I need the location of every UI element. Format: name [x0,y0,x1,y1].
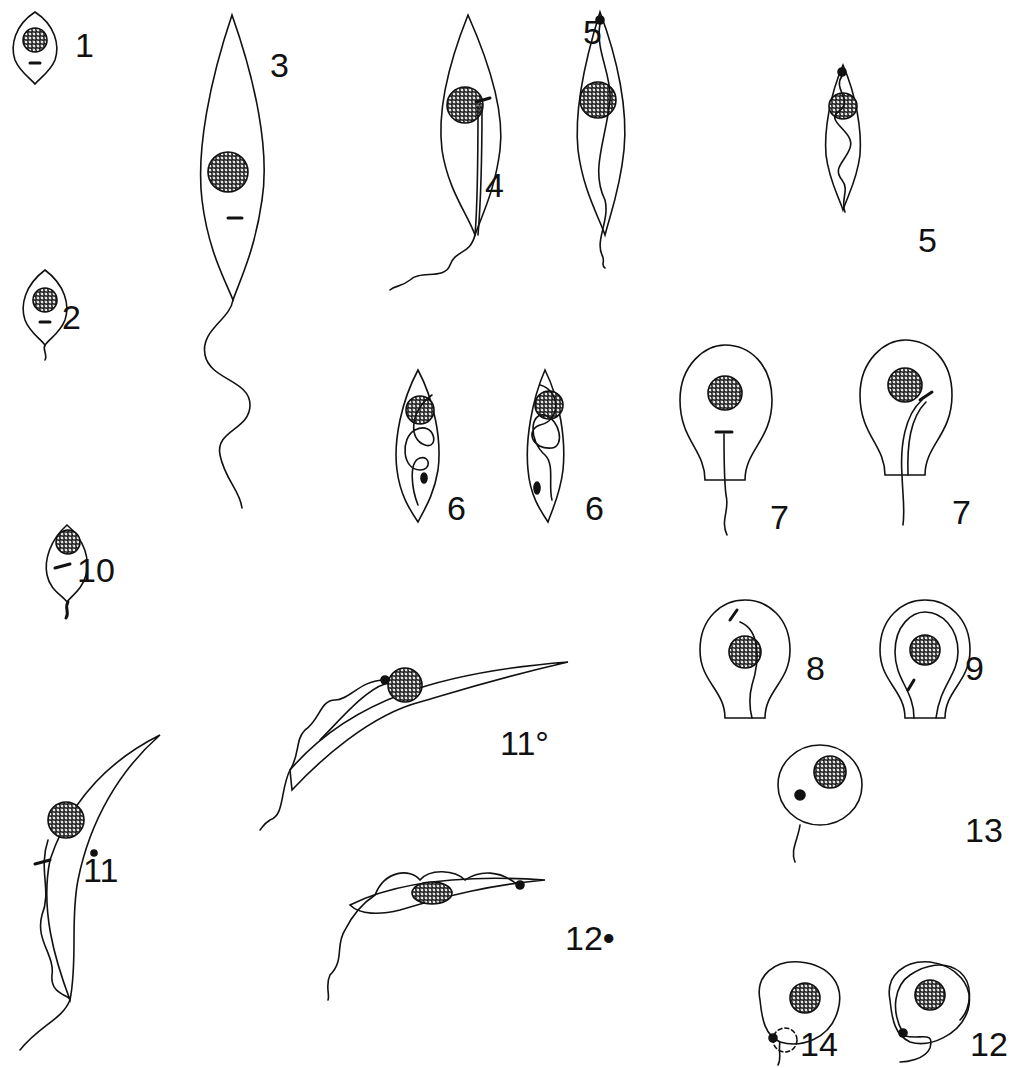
form-6a [396,370,439,522]
form-7b [860,340,952,525]
form-7a [680,345,772,535]
form-4 [390,15,501,290]
callout-number: 5 [583,12,602,52]
callout-number: 4 [485,165,504,205]
callout-number: 6 [447,488,466,528]
callout-number: 1 [75,25,94,65]
form-8 [700,600,790,718]
form-3 [201,15,265,508]
form-12-right [889,962,969,1062]
callout-number: 11° [500,723,549,763]
form-2 [23,270,67,360]
form-13 [778,745,862,862]
callout-number: 13 [965,810,1003,850]
callout-number: 12 [970,1024,1008,1064]
form-11-upper [260,662,568,830]
form-11-lower [20,735,160,1050]
form-5a [577,12,625,268]
form-1 [13,12,57,84]
form-14 [759,962,839,1065]
form-6b [527,370,563,522]
callout-number: 2 [62,297,81,337]
callout-number: 7 [770,497,789,537]
callout-number: 5 [918,220,937,260]
form-12-middle [328,872,545,1000]
callout-number: 12• [565,918,615,958]
callout-number: 11 [83,850,118,890]
callout-number: 7 [952,492,971,532]
form-5b [826,65,861,212]
callout-number: 10 [77,550,115,590]
callout-number: 8 [806,648,825,688]
callout-number: 9 [965,648,984,688]
form-9 [880,600,970,718]
callout-number: 14 [800,1024,838,1064]
callout-number: 6 [585,488,604,528]
callout-number: 3 [270,45,289,85]
